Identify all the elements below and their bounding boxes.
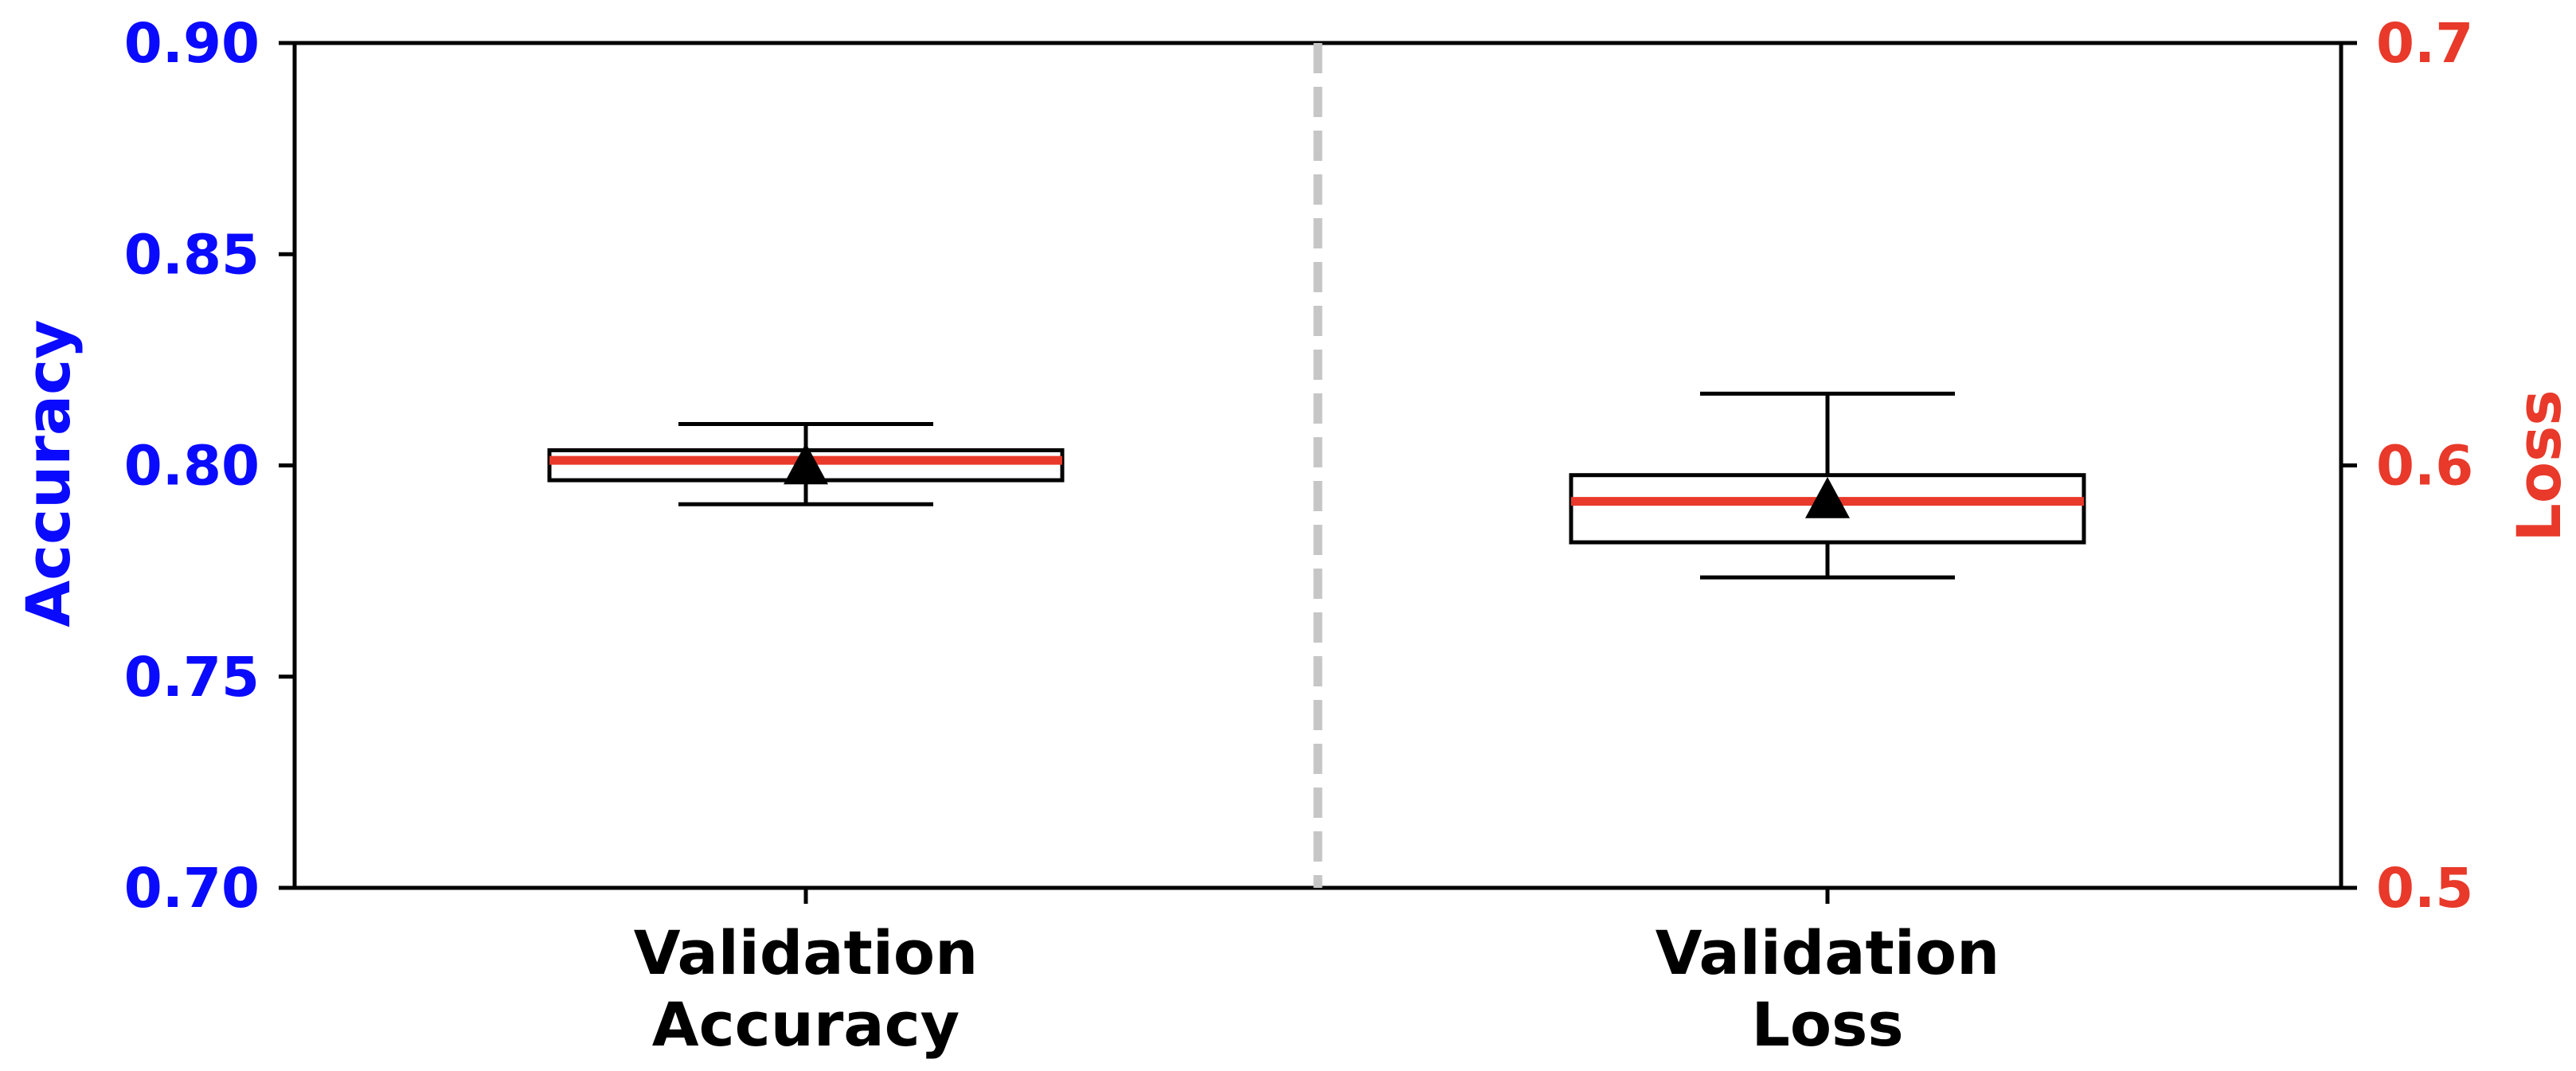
left-tick-label: 0.85 — [124, 223, 260, 287]
left-tick-label: 0.70 — [124, 857, 260, 921]
left-axis-title: Accuracy — [13, 319, 84, 627]
mean-marker — [1805, 476, 1850, 518]
left-tick-label: 0.75 — [124, 646, 260, 709]
left-tick-label: 0.80 — [124, 435, 260, 498]
right-tick-label: 0.6 — [2376, 435, 2473, 498]
right-tick-label: 0.5 — [2376, 857, 2473, 921]
x-category-label-line: Accuracy — [652, 989, 960, 1060]
box-group — [547, 422, 1065, 506]
x-category-label-line: Validation — [634, 917, 978, 988]
mean-marker — [784, 443, 828, 485]
right-tick-label: 0.7 — [2376, 12, 2473, 76]
right-axis-title: Loss — [2504, 389, 2574, 541]
boxes-layer — [547, 391, 2086, 580]
axes-layer — [279, 41, 2357, 904]
x-category-label-line: Loss — [1751, 989, 1903, 1060]
left-tick-label: 0.90 — [124, 12, 260, 76]
x-category-label-line: Validation — [1655, 917, 1999, 988]
box-group — [1569, 391, 2086, 580]
